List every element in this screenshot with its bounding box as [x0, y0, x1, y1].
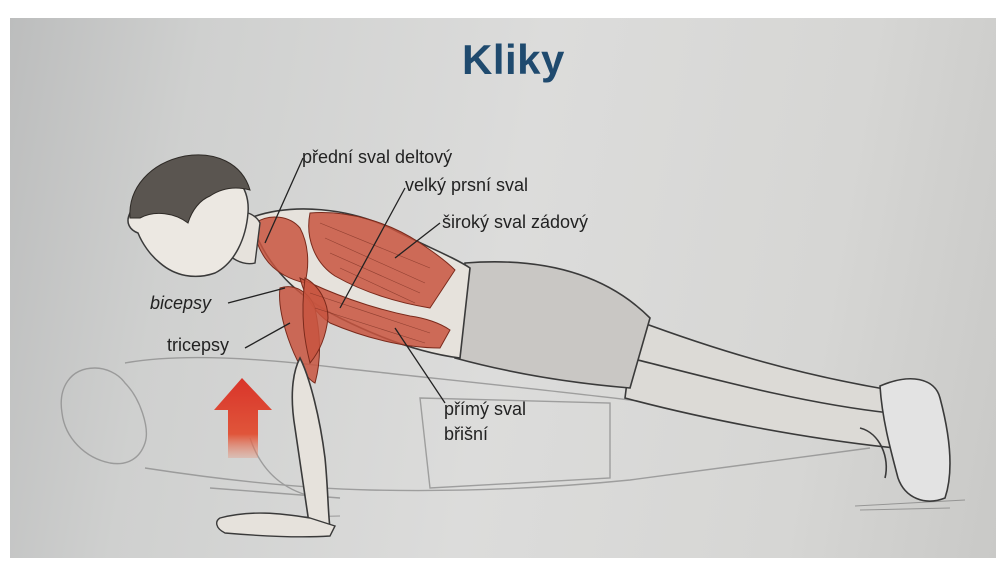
label-rectus-abdominis-line2: břišní: [444, 423, 488, 445]
leader-biceps: [228, 288, 285, 303]
arrow-up-icon: [214, 378, 272, 458]
label-pectoralis-major: velký prsní sval: [405, 174, 528, 196]
label-triceps: tricepsy: [167, 334, 229, 356]
illustration-page: Kliky přední sval deltový velký prsní sv…: [10, 18, 996, 558]
ground-shadow: [240, 500, 965, 518]
forearm: [292, 358, 330, 530]
page-title: Kliky: [462, 36, 565, 84]
label-biceps: bicepsy: [150, 292, 211, 314]
label-latissimus-dorsi: široký sval zádový: [442, 211, 588, 233]
label-rectus-abdominis-line1: přímý sval: [444, 398, 526, 420]
pushup-illustration: [10, 18, 996, 558]
label-anterior-deltoid: přední sval deltový: [302, 146, 452, 168]
leader-triceps: [245, 323, 290, 348]
shorts: [455, 262, 650, 388]
